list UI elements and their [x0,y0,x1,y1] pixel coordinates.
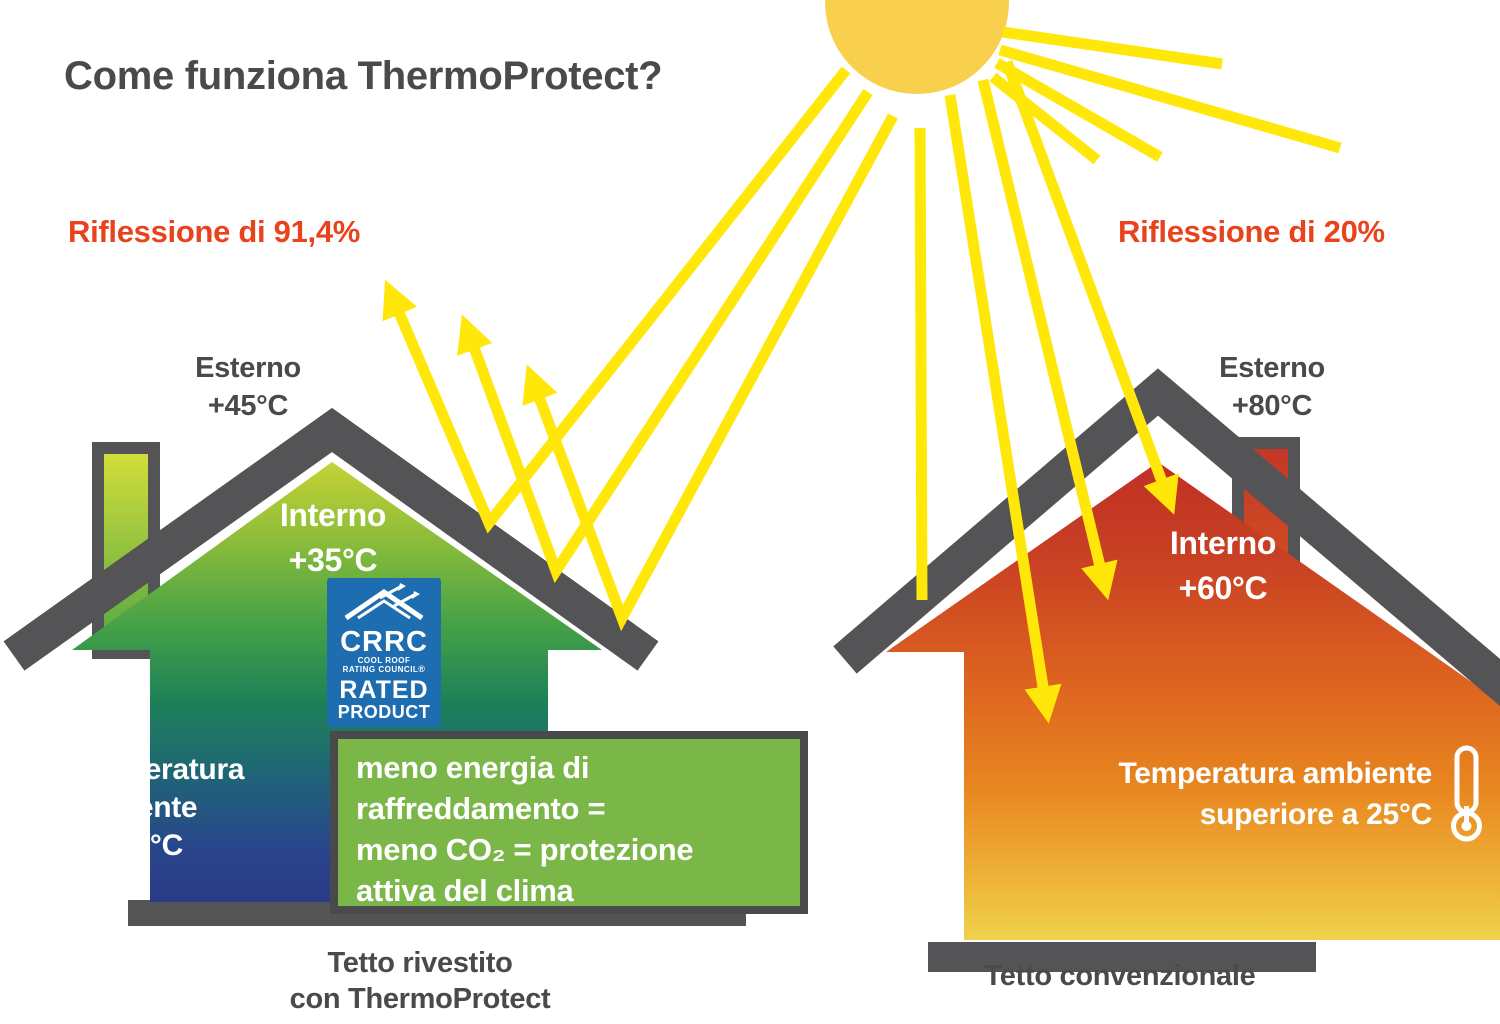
ambient-line: ambiente [68,791,198,824]
exterior-label: Esterno [195,352,301,384]
interior-temp-value: +35°C [288,542,378,578]
conventional-house-roof [833,368,1500,707]
crrc-logo: CRRC COOL ROOF RATING COUNCIL® RATED PRO… [327,578,441,727]
conventional-house [833,368,1500,972]
crrc-rated-label: RATED [339,676,429,704]
caption-line: Tetto rivestito [327,947,513,979]
reflection-label-left: Riflessione di 91,4% [68,214,361,249]
sun-ray [1002,26,1223,70]
exterior-label: Esterno [1219,352,1325,384]
caption-line: con ThermoProtect [289,983,551,1015]
exterior-temp-value: +45°C [207,390,289,422]
crrc-subtitle-line1: COOL ROOF [357,656,411,665]
benefit-line: meno CO₂ = protezione [356,832,694,867]
conventional-house-body [886,462,1500,940]
caption-conventional-roof: Tetto convenzionale [984,960,1256,992]
ambient-line: Temperatura ambiente [1118,757,1432,790]
heat-arrows [944,60,1179,724]
heat-arrow [944,94,1062,724]
exterior-temp-value: +80°C [1231,390,1313,422]
ambient-temp-right: Temperatura ambiente superiore a 25°C [1040,753,1432,835]
interior-temp-left: Interno +35°C [238,493,428,583]
coated-house-roof [3,407,659,671]
crrc-roof-icon [344,583,424,621]
climate-benefit-box: meno energia di raffreddamento = meno CO… [330,731,808,914]
registered-mark: ® [418,664,426,674]
crrc-subtitle-line2: RATING COUNCIL® [342,664,426,675]
benefit-line: meno energia di [356,750,590,785]
benefit-line: attiva del clima [356,873,574,908]
page-title: Come funziona ThermoProtect? [64,54,663,98]
heat-arrow [1001,60,1179,515]
benefit-text: meno energia di raffreddamento = meno CO… [356,747,694,911]
interior-label: Interno [279,497,387,533]
reflection-arrows [382,66,898,632]
ambient-line: superiore a 25°C [1199,798,1433,831]
sun-rays [914,26,1342,601]
interior-temp-right: Interno +60°C [1128,521,1318,611]
caption-coated-roof: Tetto rivestito con ThermoProtect [205,945,635,1017]
sun-ray [989,72,1101,165]
heat-arrow [977,78,1118,601]
sun-ray [914,127,928,601]
sun-ray [998,44,1342,154]
reflection-arrow [382,66,851,534]
thermometer-icon [37,739,68,836]
sun-icon [825,0,1009,94]
exterior-temp-right: Esterno +80°C [1192,349,1352,425]
interior-temp-value: +60°C [1178,570,1268,606]
ambient-line: Temperatura [68,753,245,786]
benefit-line: raffreddamento = [356,791,606,826]
interior-label: Interno [1169,525,1277,561]
reflection-label-right: Riflessione di 20% [1118,214,1385,249]
crrc-product-label: PRODUCT [337,702,431,722]
reflection-arrow [457,88,873,584]
sun-ray [994,58,1163,162]
ambient-temp-left: Temperatura ambiente 18–25°C [68,751,245,865]
reflection-arrow [522,113,898,632]
thermometer-icon [1451,745,1482,842]
exterior-temp-left: Esterno +45°C [168,349,328,425]
crrc-name: CRRC [340,626,428,658]
conventional-house-baseline [928,942,1316,972]
ambient-line: 18–25°C [68,829,183,862]
